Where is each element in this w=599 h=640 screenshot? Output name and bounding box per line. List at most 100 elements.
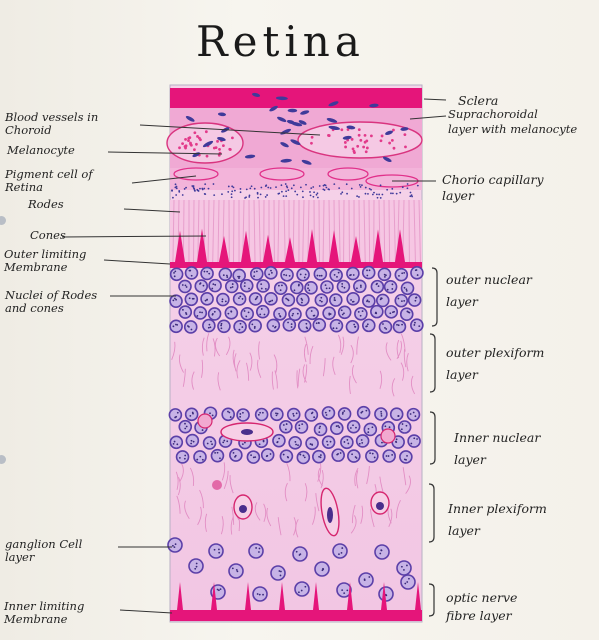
nucleus xyxy=(296,267,310,282)
nucleus xyxy=(178,279,192,294)
nucleus xyxy=(217,319,231,334)
cone xyxy=(307,228,317,262)
nucleus xyxy=(194,279,209,293)
melanocyte xyxy=(287,108,298,113)
nucleus xyxy=(264,266,278,280)
cone xyxy=(241,230,251,262)
nucleus xyxy=(320,280,334,294)
label-sclera: Sclera xyxy=(458,93,499,108)
melanocyte xyxy=(280,142,289,148)
nucleus xyxy=(294,581,310,597)
nucleus xyxy=(256,279,270,293)
punch-hole xyxy=(0,455,6,464)
nucleus xyxy=(407,434,421,448)
cone-spikes xyxy=(175,228,405,262)
nucleus xyxy=(355,434,370,448)
label-choriocapillary: Chorio capillary layer xyxy=(442,172,544,203)
nucleus xyxy=(254,407,269,422)
nucleus xyxy=(370,279,385,294)
nucleus xyxy=(329,268,343,282)
melanocyte xyxy=(217,112,227,117)
nucleus xyxy=(218,267,233,282)
nucleus xyxy=(331,448,345,462)
cone xyxy=(175,230,185,262)
nucleus xyxy=(239,278,254,293)
nucleus xyxy=(202,436,217,450)
nucleus xyxy=(363,422,378,437)
cone xyxy=(373,229,383,262)
nucleus xyxy=(248,543,264,559)
nucleus xyxy=(264,292,278,306)
nucleus xyxy=(378,320,393,334)
nucleus xyxy=(232,268,246,283)
nucleus xyxy=(361,265,376,280)
melanocyte xyxy=(382,156,392,163)
nucleus xyxy=(374,544,390,560)
nucleus xyxy=(169,435,184,450)
label-rods: Rodes xyxy=(28,197,64,211)
inner-limiting-membrane xyxy=(170,610,422,621)
melanocyte xyxy=(400,127,409,131)
nucleus xyxy=(200,266,214,281)
pigment-granules xyxy=(171,92,419,199)
melanocyte xyxy=(346,125,356,130)
nucleus xyxy=(304,408,319,422)
nucleus xyxy=(208,543,224,559)
nucleus xyxy=(353,279,367,294)
nucleus xyxy=(304,281,318,295)
nucleus xyxy=(175,450,190,464)
nucleus xyxy=(399,450,413,464)
nucleus xyxy=(288,307,302,322)
label-outer-plexiform: outer plexiform layer xyxy=(446,345,545,382)
nucleus xyxy=(279,419,293,434)
label-inner-plexiform: Inner plexiform layer xyxy=(448,501,547,538)
nuclei-layers xyxy=(167,265,424,602)
nucleus xyxy=(169,294,183,308)
plexiform-fibres xyxy=(171,333,416,538)
nucleus xyxy=(337,305,352,320)
label-inner-nuclear: Inner nuclear layer xyxy=(454,430,541,467)
cone xyxy=(351,235,361,262)
nucleus xyxy=(383,279,398,294)
nucleus xyxy=(178,419,193,434)
melanocyte xyxy=(298,120,307,125)
nucleus xyxy=(169,267,184,282)
sclera-band xyxy=(170,88,422,108)
nucleus xyxy=(410,266,424,280)
melanocyte xyxy=(301,159,312,165)
nucleus xyxy=(354,307,368,321)
nucleus xyxy=(221,407,235,422)
label-outer-limiting: Outer limiting Membrane xyxy=(4,247,87,274)
nucleus xyxy=(336,582,352,598)
nucleus xyxy=(392,319,407,334)
melanocyte xyxy=(328,125,340,130)
melanocyte xyxy=(202,140,214,148)
page-title: Retina xyxy=(196,17,365,66)
nucleus xyxy=(297,318,312,333)
nucleus xyxy=(272,433,286,448)
nucleus xyxy=(236,408,250,422)
nucleus xyxy=(346,419,361,434)
nucleus xyxy=(313,422,328,437)
nucleus xyxy=(184,407,199,422)
cone xyxy=(285,237,295,262)
nucleus xyxy=(365,449,379,463)
nucleus xyxy=(210,448,225,463)
melanocyte xyxy=(290,121,303,127)
nucleus xyxy=(178,305,193,319)
cone xyxy=(395,229,405,262)
nucleus xyxy=(375,293,390,308)
label-cones: Cones xyxy=(30,228,66,242)
nucleus xyxy=(313,267,328,281)
nucleus xyxy=(370,304,384,319)
nucleus xyxy=(228,563,244,579)
nucleus xyxy=(406,407,421,422)
nucleus xyxy=(384,305,399,319)
nucleus xyxy=(248,318,262,333)
nucleus xyxy=(330,421,344,435)
nucleus xyxy=(184,266,199,280)
melanocyte xyxy=(252,92,261,97)
label-optic-nerve: optic nerve fibre layer xyxy=(446,590,518,623)
nucleus xyxy=(340,435,354,450)
